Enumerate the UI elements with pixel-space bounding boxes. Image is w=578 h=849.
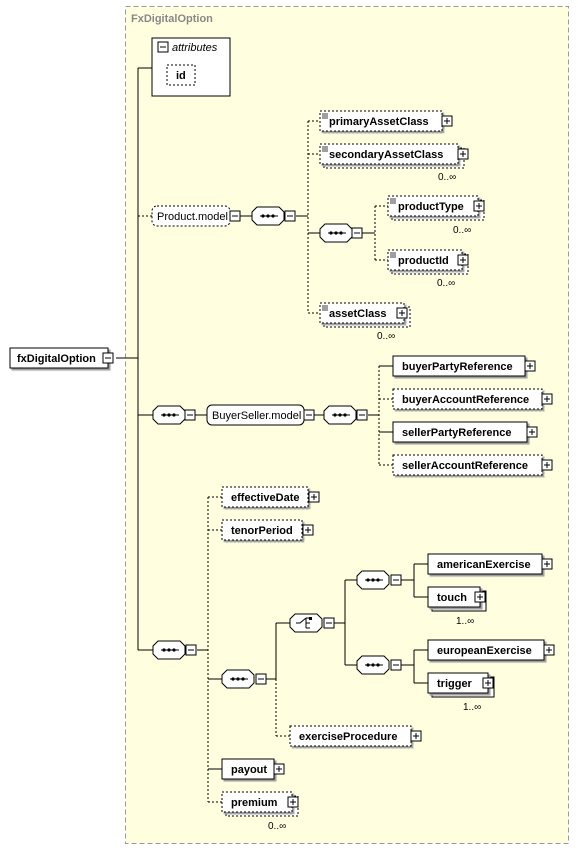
choice-compositor: [289, 613, 335, 633]
svg-text:productType: productType: [398, 201, 464, 213]
attributes-header: attributes: [172, 42, 218, 54]
attributes-box: attributes id: [151, 37, 231, 97]
collapse-icon[interactable]: [157, 41, 169, 53]
sequence-compositor: [356, 655, 402, 675]
cardinality-label: 0..∞: [438, 172, 456, 183]
element-productid[interactable]: productId 0..∞: [387, 249, 469, 289]
element-sellerpartyreference[interactable]: sellerPartyReference: [392, 421, 538, 443]
element-producttype[interactable]: productType 0..∞: [387, 195, 485, 236]
expand-icon[interactable]: [457, 148, 469, 160]
element-buyeraccountreference[interactable]: buyerAccountReference: [392, 388, 553, 410]
cardinality-label: 1..∞: [456, 616, 474, 627]
svg-text:sellerPartyReference: sellerPartyReference: [402, 427, 511, 439]
group-buyerseller-model[interactable]: BuyerSeller.model: [206, 404, 315, 426]
expand-icon[interactable]: [308, 491, 320, 503]
element-assetclass[interactable]: assetClass 0..∞: [319, 302, 411, 342]
svg-text:productId: productId: [398, 255, 449, 267]
root-element-fxdigitaloption[interactable]: fxDigitalOption: [9, 347, 114, 369]
element-effectivedate[interactable]: effectiveDate: [221, 486, 320, 508]
svg-text:Product.model: Product.model: [157, 211, 228, 223]
element-payout[interactable]: payout: [221, 758, 285, 780]
svg-text:buyerAccountReference: buyerAccountReference: [402, 394, 529, 406]
cardinality-label: 0..∞: [268, 821, 286, 832]
svg-text:BuyerSeller.model: BuyerSeller.model: [212, 410, 301, 422]
expand-icon[interactable]: [441, 115, 453, 127]
expand-icon[interactable]: [410, 730, 422, 742]
svg-text:secondaryAssetClass: secondaryAssetClass: [329, 149, 443, 161]
expand-icon[interactable]: [396, 307, 408, 319]
sequence-compositor: [323, 405, 368, 425]
svg-text:effectiveDate: effectiveDate: [231, 492, 299, 504]
collapse-icon[interactable]: [229, 210, 241, 222]
svg-text:touch: touch: [437, 592, 467, 604]
expand-icon[interactable]: [302, 524, 314, 536]
expand-icon[interactable]: [287, 796, 299, 808]
expand-icon[interactable]: [543, 644, 555, 656]
element-secondaryassetclass[interactable]: secondaryAssetClass 0..∞: [319, 143, 469, 183]
connector-lines: [116, 67, 428, 803]
cardinality-label: 0..∞: [377, 331, 395, 342]
svg-text:americanExercise: americanExercise: [437, 559, 531, 571]
svg-text:assetClass: assetClass: [329, 308, 387, 320]
sequence-compositor: [221, 669, 267, 689]
svg-text:primaryAssetClass: primaryAssetClass: [329, 116, 429, 128]
sequence-compositor: [356, 570, 402, 590]
element-primaryassetclass[interactable]: primaryAssetClass: [319, 110, 453, 132]
cardinality-label: 0..∞: [437, 278, 455, 289]
svg-text:tenorPeriod: tenorPeriod: [231, 525, 293, 537]
group-product-model[interactable]: Product.model: [151, 205, 241, 227]
element-premium[interactable]: premium 0..∞: [221, 791, 299, 832]
element-exerciseprocedure[interactable]: exerciseProcedure: [289, 725, 422, 747]
expand-icon[interactable]: [273, 763, 285, 775]
element-trigger[interactable]: trigger 1..∞: [427, 672, 495, 713]
element-buyerpartyreference[interactable]: buyerPartyReference: [392, 355, 536, 377]
sequence-compositor: [251, 206, 296, 226]
svg-text:premium: premium: [231, 797, 278, 809]
collapse-icon[interactable]: [303, 409, 315, 421]
expand-icon[interactable]: [474, 591, 486, 603]
expand-icon[interactable]: [524, 360, 536, 372]
expand-icon[interactable]: [473, 200, 485, 212]
element-touch[interactable]: touch 1..∞: [427, 586, 487, 627]
expand-icon[interactable]: [541, 459, 553, 471]
element-selleraccountreference[interactable]: sellerAccountReference: [392, 454, 553, 476]
attribute-id[interactable]: [166, 64, 196, 86]
svg-text:buyerPartyReference: buyerPartyReference: [402, 361, 513, 373]
expand-icon[interactable]: [526, 426, 538, 438]
element-americanexercise[interactable]: americanExercise: [427, 553, 553, 575]
sequence-compositor: [319, 223, 363, 243]
svg-text:trigger: trigger: [437, 678, 473, 690]
svg-text:europeanExercise: europeanExercise: [437, 645, 532, 657]
element-europeanexercise[interactable]: europeanExercise: [427, 639, 555, 661]
svg-text:fxDigitalOption: fxDigitalOption: [17, 353, 96, 365]
collapse-icon[interactable]: [102, 352, 114, 364]
expand-icon[interactable]: [457, 254, 469, 266]
expand-icon[interactable]: [541, 393, 553, 405]
expand-icon[interactable]: [541, 558, 553, 570]
sequence-compositor: [152, 640, 197, 660]
diagram-title: FxDigitalOption: [131, 13, 213, 25]
svg-text:payout: payout: [231, 764, 267, 776]
cardinality-label: 0..∞: [453, 225, 471, 236]
expand-icon[interactable]: [482, 677, 494, 689]
svg-text:sellerAccountReference: sellerAccountReference: [402, 460, 528, 472]
sequence-compositor: [152, 405, 196, 425]
element-tenorperiod[interactable]: tenorPeriod: [221, 519, 314, 541]
cardinality-label: 1..∞: [463, 702, 481, 713]
attribute-id-label: id: [176, 70, 186, 82]
svg-text:exerciseProcedure: exerciseProcedure: [299, 731, 397, 743]
